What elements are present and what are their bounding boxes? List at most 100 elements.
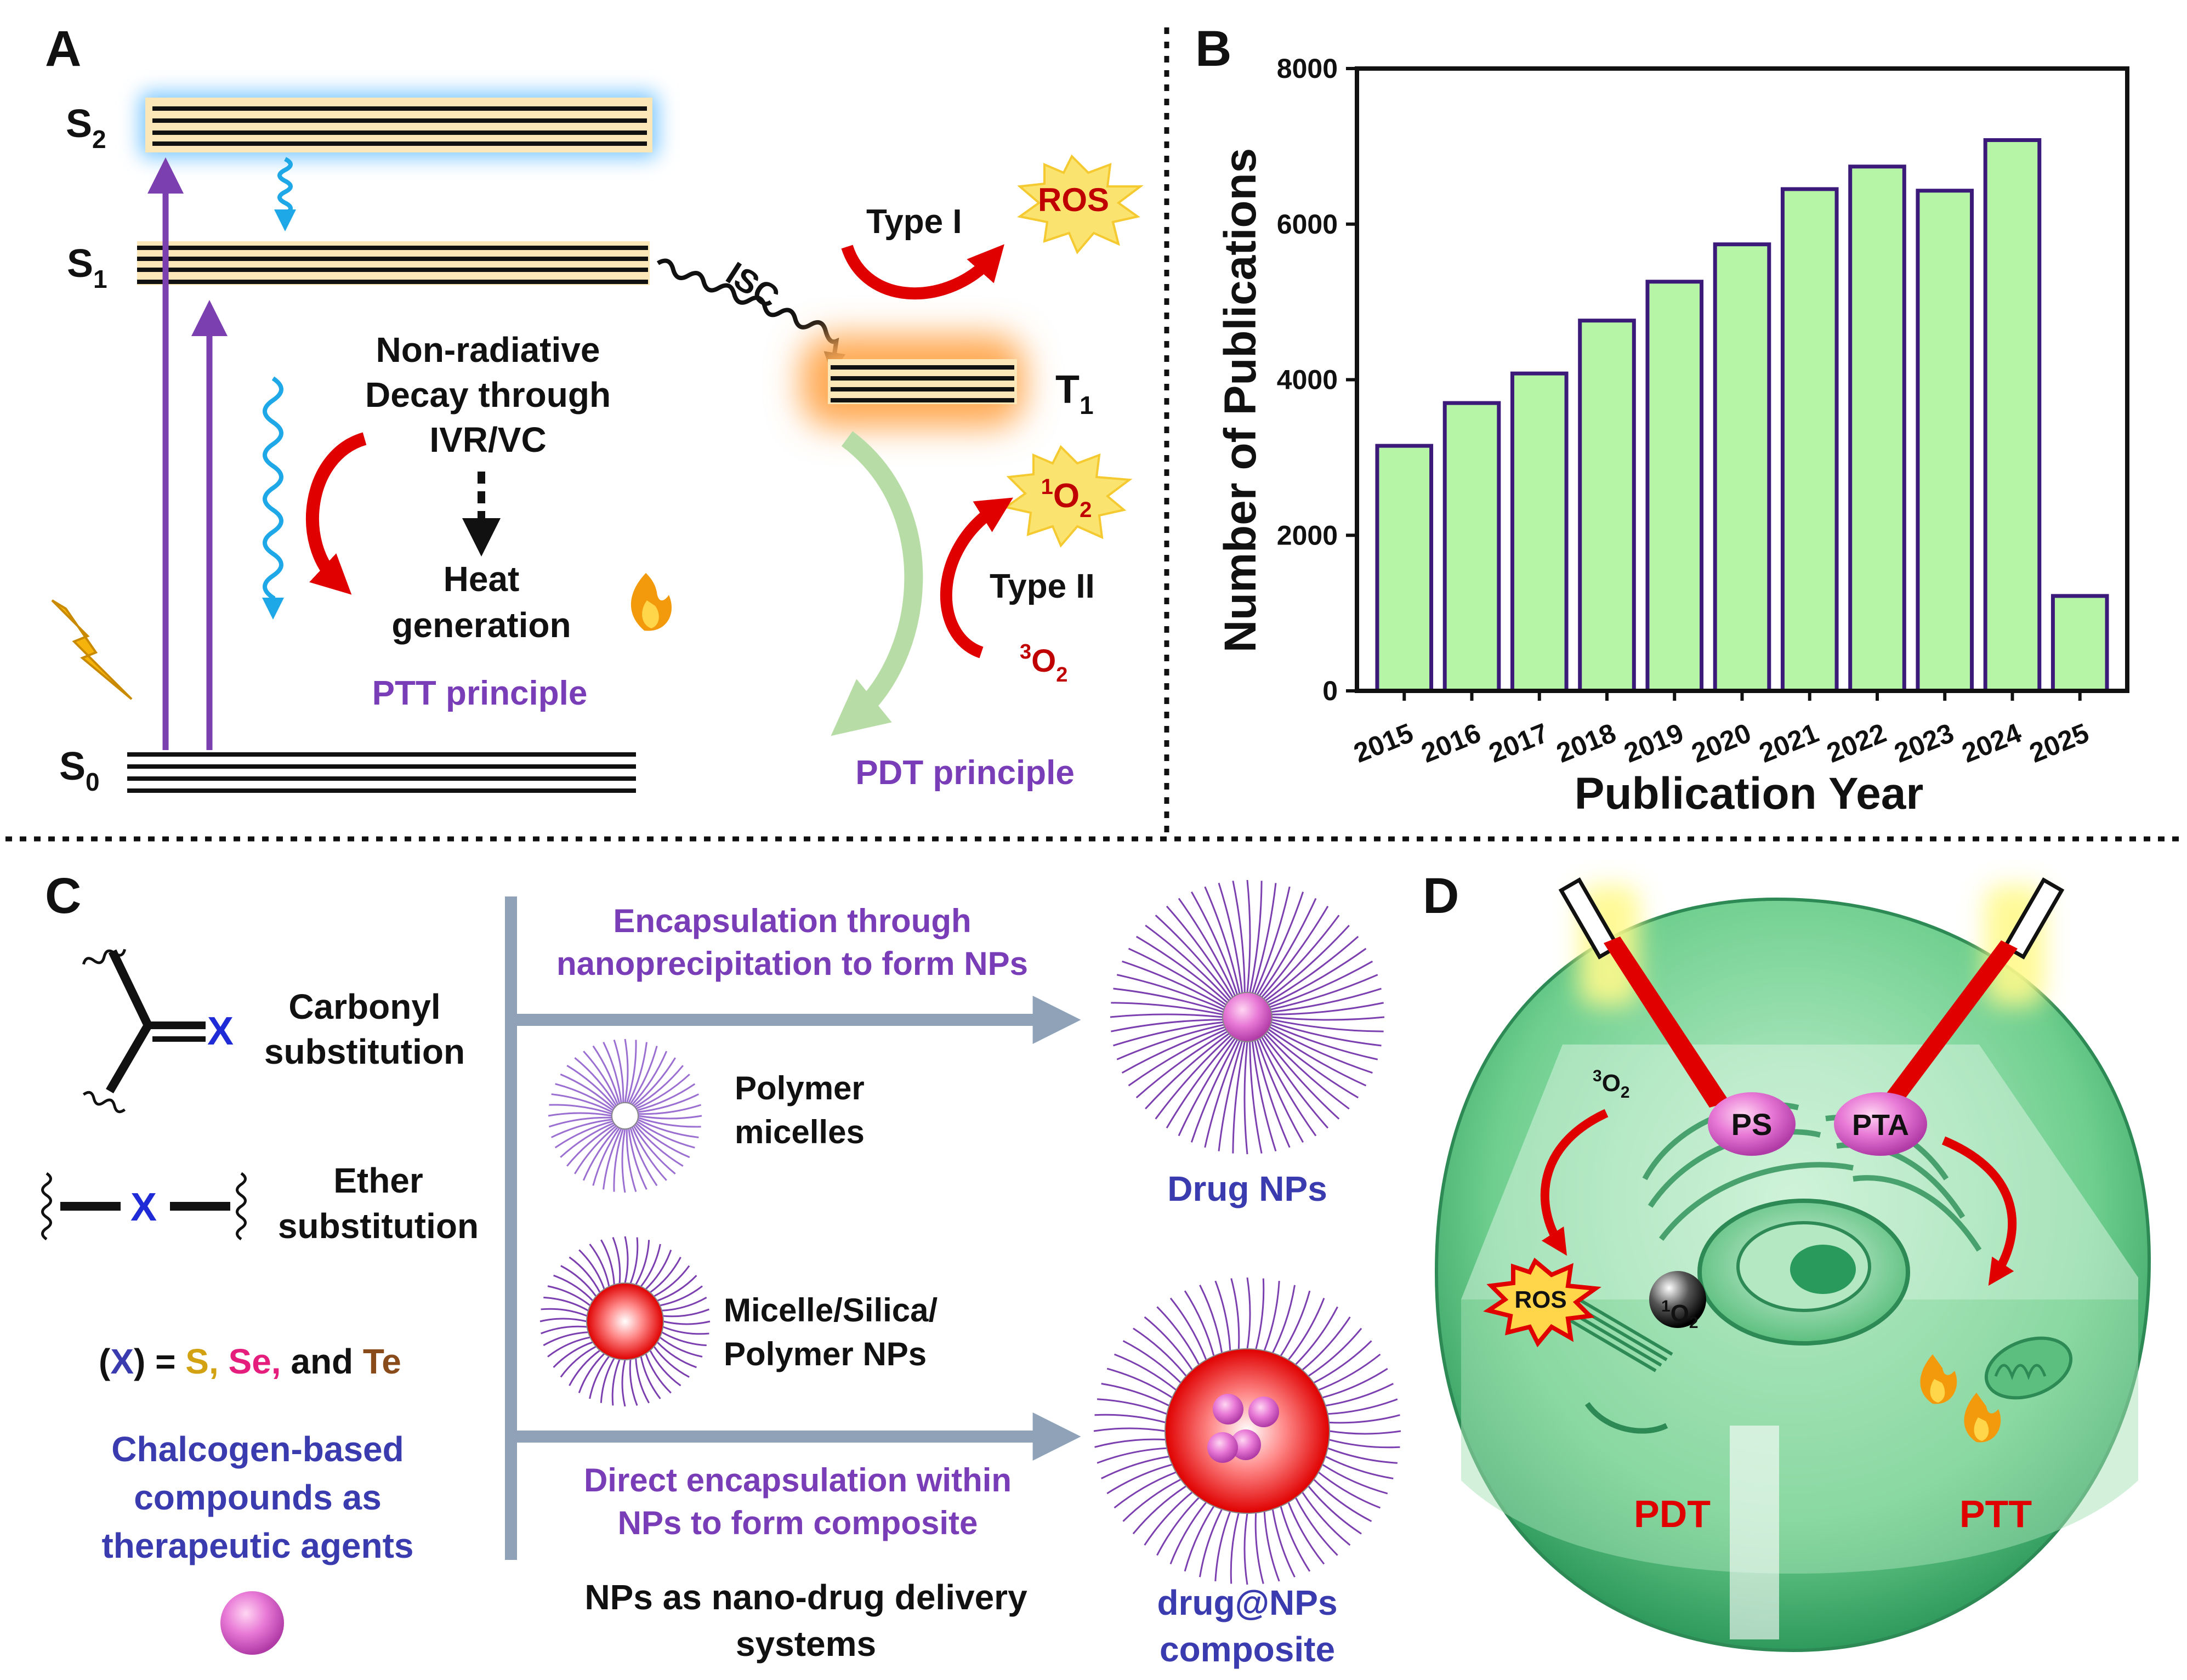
polymer-chain [549,1104,612,1115]
nps-line1: NPs as nano-drug delivery [584,1577,1027,1617]
polymer-chain [1135,1031,1228,1099]
polymer-chain [1111,1019,1223,1032]
x-tick-label: 2022 [1822,717,1890,769]
polymer-chain [1198,1508,1223,1577]
polymer-chain [1329,1430,1401,1435]
polymer-chain [1325,1383,1394,1407]
polymer-chain [560,1265,597,1297]
polymer-chain [578,1353,605,1393]
pdt-red-arrow [1540,1109,1609,1256]
polymer-chain [663,1320,711,1325]
polymer-chain [1249,1041,1263,1154]
polymer-chain [548,1112,612,1117]
s0-label: S0 [59,745,100,796]
polymer-chain [1218,1041,1243,1151]
ptt-principle-label: PTT principle [372,674,588,712]
polymer-chain [1101,1382,1170,1406]
polymer-chain [1199,1285,1223,1353]
polymer-chain [555,1083,614,1111]
micelle-line2: Polymer NPs [724,1336,927,1372]
chalcogen-definition: (X) = S, Se, and Te [99,1342,401,1381]
polymer-chain [560,1346,597,1378]
panel-label-d: D [1423,868,1459,924]
direct-line2: NPs to form composite [618,1505,978,1541]
polymer-chain [653,1346,690,1378]
direct-line1: Direct encapsulation within [584,1462,1012,1499]
polymer-chain [1271,987,1382,1013]
polymer-chain [638,1116,701,1128]
polymer-chain [626,1040,637,1103]
s0-lines [127,752,636,793]
polymer-chain [1214,1280,1231,1351]
polymer-chain [1308,1327,1362,1377]
polymer-chain [1280,1506,1311,1572]
chalcogen-line1: Chalcogen-based [111,1429,404,1469]
polymer-chain [1113,1021,1224,1047]
x-tick-label: 2017 [1485,717,1553,769]
singlet-o2-burst-icon [1003,445,1133,548]
polymer-chain [553,1341,593,1368]
polymer-chain [1190,1039,1239,1143]
encapsulated-drug [1230,1429,1261,1460]
nonradiative-wavy-arrow [262,376,284,620]
singlet-oxygen-ball [1649,1271,1706,1328]
x-tick-label: 2018 [1552,717,1620,769]
pta-label: PTA [1852,1109,1909,1142]
polymer-chain [1110,1013,1223,1018]
polymer-chain [1166,905,1234,998]
polymer-chain [1302,1316,1351,1371]
bar-2016 [1442,401,1501,693]
nucleolus [1790,1245,1856,1294]
drug-molecule-icon [220,1591,284,1655]
polymer-chain [637,1093,699,1113]
polymer-chain [1256,892,1304,995]
type2-red-arrow [940,497,1013,659]
polymer-chain [1268,947,1367,1006]
green-curved-arrow-pdt [831,431,923,736]
polymer-chain [1230,1512,1240,1584]
polymer-chain [1269,1026,1373,1074]
red-curved-arrow-heat [305,432,367,595]
polymer-chain [1094,1414,1166,1423]
polymer-chain [634,1065,684,1108]
polymer-chain [541,1325,587,1335]
polymer-chain [1329,1414,1400,1424]
polymer-chain [548,1116,612,1128]
polymer-chain [1243,1513,1248,1585]
polymer-chain [566,1065,616,1108]
polymer-chain [1246,1277,1251,1349]
polymer-chain [1116,1024,1224,1060]
heat-line2: generation [391,605,571,645]
bar-2018 [1578,319,1636,693]
triplet-o2-label-d: 3O2 [1593,1067,1630,1102]
x-tick-label: 2025 [2025,717,2093,769]
y-tick-label: 0 [1322,676,1338,706]
flame-icon [630,573,672,631]
triplet-o2-label-a: 3O2 [1020,640,1067,686]
mitochondrion-cristae [1994,1364,2047,1381]
y-tick-label: 2000 [1277,520,1338,550]
polymer-chain [1178,898,1236,996]
polymer-chain [1270,974,1378,1011]
polymer-chain [1097,1398,1167,1415]
encap-top-line1: Encapsulation through [613,903,971,939]
polymer-chain [611,1359,621,1406]
panel-label-a: A [45,21,81,77]
carbonyl-x-atom: X [207,1009,234,1053]
polymer-chain [1204,886,1241,994]
laser-source-left [1558,877,1621,960]
polymer-chain [1169,1501,1207,1565]
polymer-chain [656,1341,697,1369]
cell-membrane-fold [1584,1402,1668,1434]
polymer-chain [1097,1447,1167,1464]
polymer-chain [1259,1038,1317,1137]
polymer-chain [1268,1029,1367,1087]
ps-label: PS [1731,1107,1773,1142]
polymer-chain [1122,1340,1181,1383]
panel-d: D [1423,868,2151,1653]
polymer-chain [635,1074,690,1110]
isc-label: ISC [720,255,786,316]
x-axis-label: Publication Year [1575,769,1924,819]
polymer-chain [1243,1041,1248,1155]
